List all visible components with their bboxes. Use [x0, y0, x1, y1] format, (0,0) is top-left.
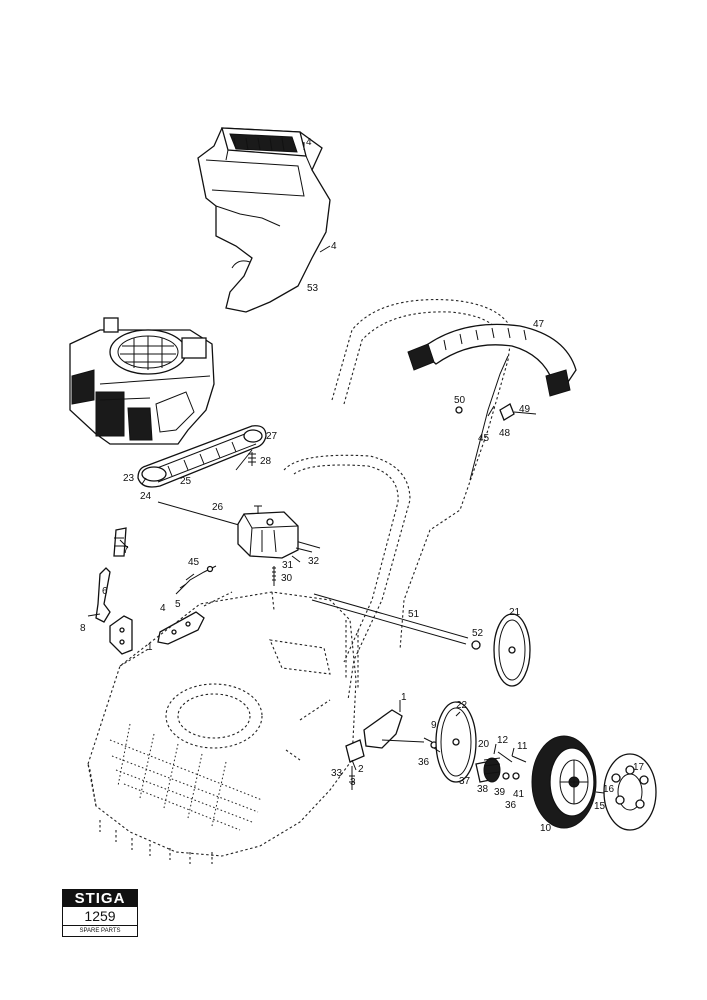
part-label: 52	[472, 628, 484, 639]
brand-logo: STIGA	[63, 890, 137, 907]
engine-drawing	[69, 317, 215, 445]
part-label: 20	[478, 739, 490, 750]
part-label: 41	[513, 789, 525, 800]
cable-drawing	[175, 565, 217, 595]
part-label: 36	[505, 800, 517, 811]
part-label: 12	[497, 735, 509, 746]
part-label: 45	[188, 557, 200, 568]
drive-belt-drawing	[137, 425, 267, 488]
gearbox-drawing	[157, 501, 321, 586]
part-label: 15	[594, 801, 606, 812]
part-label: 53	[307, 283, 319, 294]
adjuster-drawing	[157, 611, 205, 645]
part-label: 21	[509, 607, 521, 618]
part-label: 39	[494, 787, 506, 798]
rear-axle-drawing	[311, 593, 531, 687]
part-label: 30	[281, 573, 293, 584]
part-label: 24	[140, 491, 152, 502]
part-label: 22	[456, 700, 468, 711]
part-label: 38	[477, 784, 489, 795]
part-label: 8	[80, 623, 86, 634]
part-label: 16	[603, 784, 615, 795]
part-label: 3	[350, 777, 356, 788]
height-adjust-drawing	[87, 527, 133, 655]
part-label: 11	[517, 741, 528, 752]
part-label: 4	[306, 137, 312, 148]
engine-cover-drawing	[197, 127, 331, 313]
part-label: 4	[160, 603, 166, 614]
mower-deck-drawing	[87, 591, 357, 864]
part-label: 1	[147, 642, 153, 653]
part-label: 5	[175, 599, 181, 610]
part-label: 6	[102, 586, 108, 597]
part-label: 26	[212, 502, 224, 513]
part-label: 37	[459, 776, 471, 787]
part-label: 10	[540, 823, 552, 834]
handle-fasteners-drawing	[455, 403, 537, 421]
front-wheel-assembly-drawing	[345, 701, 657, 831]
stiga-logo-block: STIGA 1259 SPARE PARTS	[62, 889, 138, 937]
handle-drawing	[283, 299, 513, 701]
part-label: 25	[180, 476, 192, 487]
part-label: 31	[282, 560, 294, 571]
part-label: 32	[308, 556, 320, 567]
spare-parts-caption: SPARE PARTS	[79, 928, 121, 934]
part-labels: 4 4 53 47 50 49 48 45 27 28 23 25 24 26 …	[80, 137, 645, 834]
handlebar-grip-drawing	[407, 323, 577, 397]
part-label: 9	[431, 720, 437, 731]
part-label: 47	[533, 319, 545, 330]
part-label: 2	[358, 764, 364, 775]
part-label: 17	[633, 762, 645, 773]
part-label: 51	[408, 609, 420, 620]
leader-lines	[119, 142, 515, 771]
part-label: 27	[266, 431, 278, 442]
part-label: 36	[418, 757, 430, 768]
part-label: 28	[260, 456, 272, 467]
part-label: 23	[123, 473, 135, 484]
diagram-number: 1259	[63, 908, 137, 926]
part-label: 4	[331, 241, 337, 252]
part-label: 50	[454, 395, 466, 406]
part-label: 45	[478, 433, 490, 444]
part-label: 7	[123, 545, 129, 556]
part-label: 1	[401, 692, 407, 703]
part-label: 49	[519, 404, 531, 415]
part-label: 48	[499, 428, 511, 439]
part-label: 33	[331, 768, 343, 779]
